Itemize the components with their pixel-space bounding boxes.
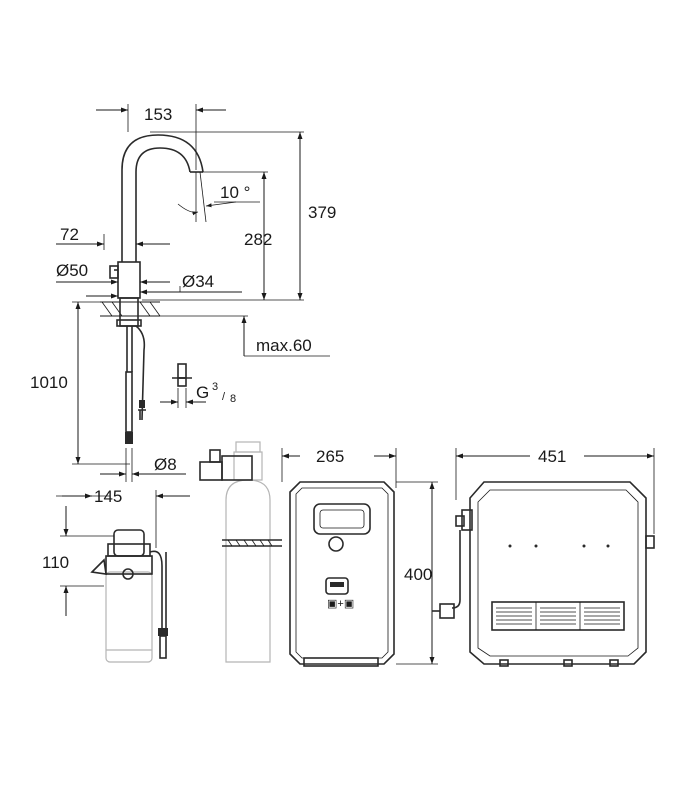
- chiller-side-dimensions: [455, 448, 655, 534]
- filter-drawing: [90, 529, 168, 663]
- chiller-side-drawing: [432, 481, 655, 667]
- hose-length-label: 1010: [30, 373, 68, 392]
- dimension-labels: 153 10 ° 379 282 72 Ø50 Ø34 max.60 1010 …: [30, 105, 566, 584]
- filter-height-label: 110: [42, 553, 69, 572]
- thread-label: G: [196, 383, 209, 402]
- total-height-label: 379: [308, 203, 336, 222]
- co2-cylinder-drawing: [199, 441, 282, 663]
- faucet-dimensions: [56, 104, 330, 482]
- chiller-depth-label: 451: [538, 447, 566, 466]
- faucet-drawing: [100, 134, 204, 444]
- outlet-height-label: 282: [244, 230, 272, 249]
- chiller-width-label: 265: [316, 447, 344, 466]
- unit-panel-label: ▣+▣: [327, 598, 354, 610]
- spout-angle-label: 10 °: [220, 183, 250, 202]
- hose-diameter-label: Ø8: [154, 455, 177, 474]
- chiller-front-dimensions: [281, 448, 438, 665]
- chiller-height-label: 400: [404, 565, 432, 584]
- thread-numerator: 3: [212, 381, 218, 393]
- filter-width-label: 145: [94, 487, 122, 506]
- thread-denominator: 8: [230, 393, 236, 405]
- hole-diameter-label: Ø34: [182, 272, 214, 291]
- filter-dimensions: [56, 490, 190, 616]
- spout-reach-label: 153: [144, 105, 172, 124]
- max-thickness-label: max.60: [256, 336, 312, 355]
- handle-offset-label: 72: [60, 225, 79, 244]
- svg-text:/: /: [222, 391, 226, 403]
- base-diameter-label: Ø50: [56, 261, 88, 280]
- chiller-front-drawing: ▣+▣: [289, 481, 395, 667]
